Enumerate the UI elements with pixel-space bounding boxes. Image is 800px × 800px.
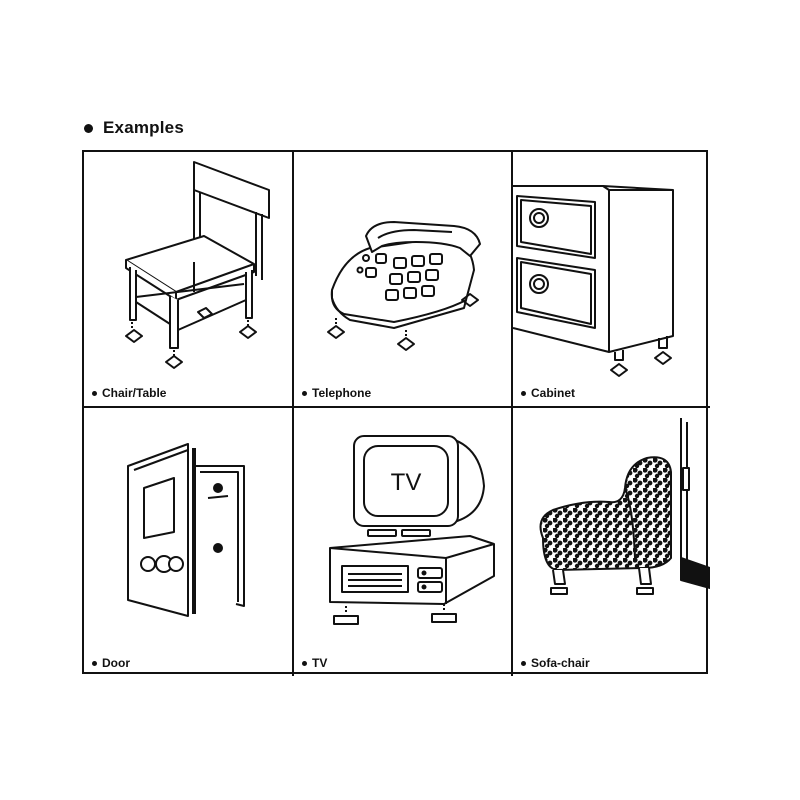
- examples-grid: Chair/Table: [82, 150, 710, 676]
- heading-bullet: [84, 123, 93, 133]
- chair-icon: [125, 161, 270, 369]
- example-cell-telephone: Telephone: [294, 152, 513, 408]
- example-label: TV: [312, 656, 328, 670]
- caption-bullet: [92, 390, 97, 396]
- telephone-icon: [327, 221, 481, 351]
- example-caption: Telephone: [302, 386, 371, 400]
- example-label: Telephone: [312, 386, 372, 400]
- caption-bullet: [302, 660, 307, 666]
- caption-bullet: [521, 660, 526, 666]
- example-cell-door: Door: [84, 408, 294, 676]
- heading-text: Examples: [103, 118, 184, 137]
- tv-screen-text: TV: [391, 469, 422, 496]
- example-label: Door: [102, 656, 130, 670]
- example-label: Chair/Table: [102, 386, 167, 400]
- example-cell-tv: TV TV: [294, 408, 513, 676]
- cabinet-icon: [513, 185, 674, 377]
- example-caption: Door: [92, 656, 130, 670]
- example-label: Cabinet: [531, 386, 576, 400]
- sofa-chair-icon: [539, 418, 710, 595]
- examples-heading: Examples: [84, 118, 184, 138]
- example-caption: TV: [302, 656, 327, 670]
- example-cell-cabinet: Cabinet: [513, 152, 710, 408]
- tv-icon: TV: [329, 435, 495, 625]
- example-label: Sofa-chair: [531, 656, 590, 670]
- example-cell-chair-table: Chair/Table: [84, 152, 294, 408]
- caption-bullet: [302, 390, 307, 396]
- door-icon: [127, 443, 245, 617]
- caption-bullet: [521, 390, 526, 396]
- example-caption: Chair/Table: [92, 386, 166, 400]
- caption-bullet: [92, 660, 97, 666]
- example-caption: Cabinet: [521, 386, 575, 400]
- example-cell-sofa-chair: Sofa-chair: [513, 408, 710, 676]
- example-caption: Sofa-chair: [521, 656, 590, 670]
